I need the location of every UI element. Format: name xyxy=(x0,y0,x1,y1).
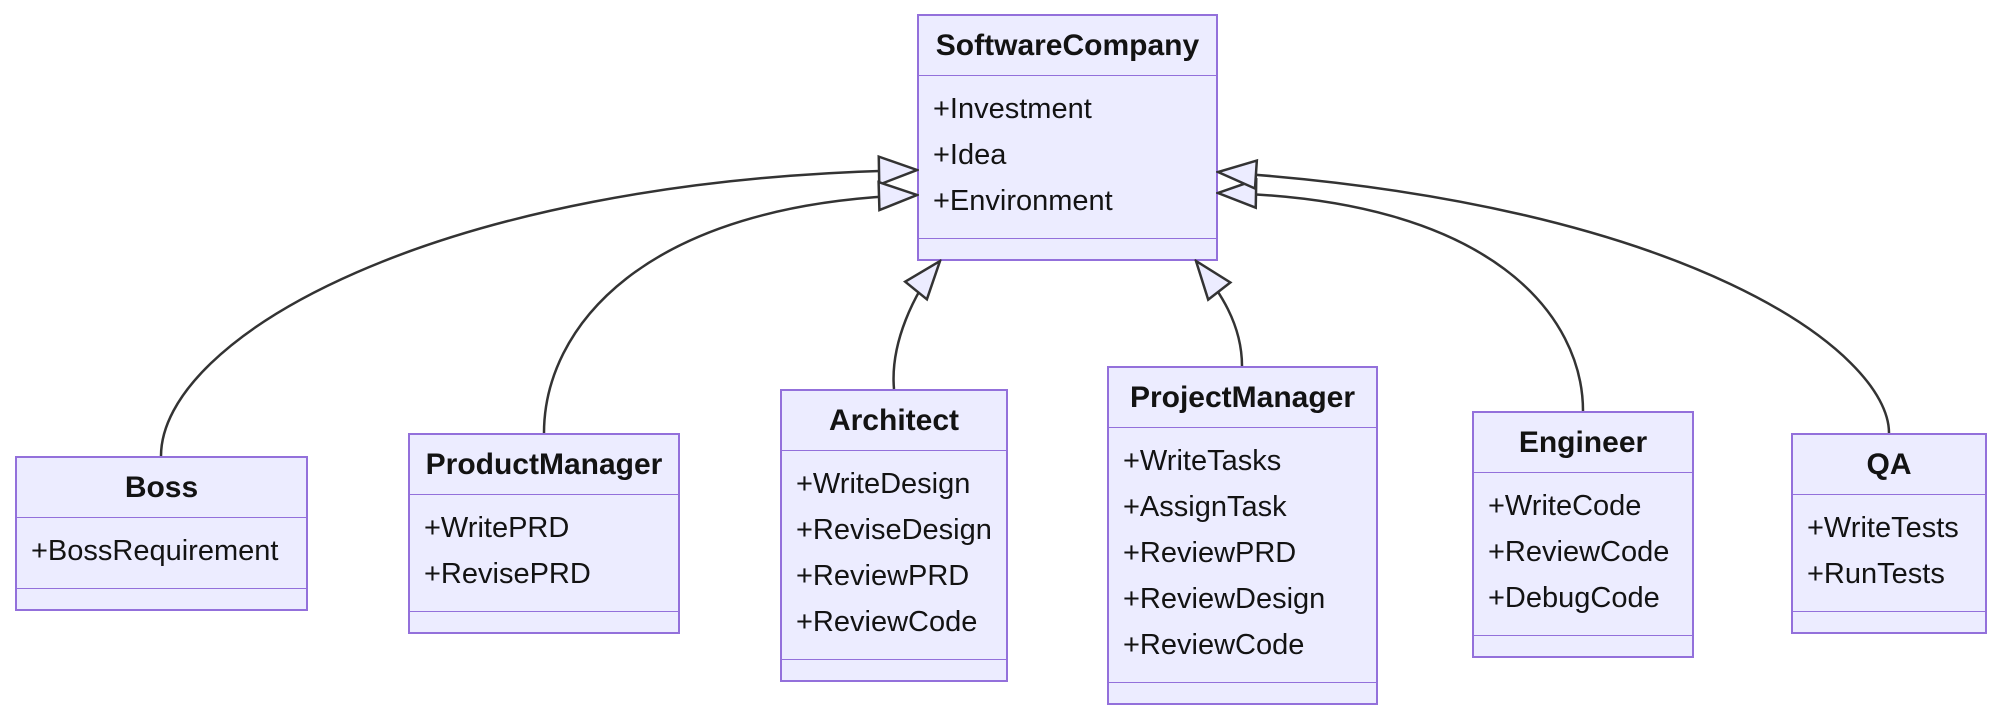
class-attribute: +Investment xyxy=(933,93,1092,125)
class-attributes: +WritePRD +RevisePRD xyxy=(410,495,678,612)
edge-architect-to-softwarecompany xyxy=(892,261,940,390)
class-attribute: +ReviewCode xyxy=(1488,536,1670,568)
class-attribute: +Environment xyxy=(933,185,1113,217)
edge-projectmanager-to-softwarecompany xyxy=(1196,261,1244,367)
class-box-productmanager: ProductManager +WritePRD +RevisePRD xyxy=(408,433,680,634)
class-box-projectmanager: ProjectManager +WriteTasks +AssignTask +… xyxy=(1107,366,1378,705)
class-attribute: +ReviewPRD xyxy=(796,560,970,592)
class-attributes: +WriteDesign +ReviseDesign +ReviewPRD +R… xyxy=(782,451,1006,660)
class-methods-empty-compartment xyxy=(1793,612,1985,632)
class-attribute: +WriteDesign xyxy=(796,468,971,500)
class-attribute: +BossRequirement xyxy=(31,535,279,567)
class-attribute: +WritePRD xyxy=(424,512,570,544)
class-box-boss: Boss +BossRequirement xyxy=(15,456,308,611)
class-methods-empty-compartment xyxy=(410,612,678,632)
class-attribute: +WriteTasks xyxy=(1123,445,1282,477)
class-attribute: +ReviewCode xyxy=(1123,629,1305,661)
class-attributes: +Investment +Idea +Environment xyxy=(919,76,1216,239)
class-attribute: +RevisePRD xyxy=(424,558,591,590)
class-attribute: +DebugCode xyxy=(1488,582,1660,614)
class-name: Architect xyxy=(782,391,1006,451)
class-attribute: +ReviewCode xyxy=(796,606,978,638)
class-name: QA xyxy=(1793,435,1985,495)
class-box-qa: QA +WriteTests +RunTests xyxy=(1791,433,1987,634)
class-methods-empty-compartment xyxy=(1474,636,1692,656)
class-box-softwarecompany: SoftwareCompany +Investment +Idea +Envir… xyxy=(917,14,1218,261)
class-attribute: +WriteTests xyxy=(1807,512,1959,544)
class-box-engineer: Engineer +WriteCode +ReviewCode +DebugCo… xyxy=(1472,411,1694,658)
class-methods-empty-compartment xyxy=(1109,683,1376,703)
class-name: Boss xyxy=(17,458,306,518)
class-methods-empty-compartment xyxy=(919,239,1216,259)
class-name: Engineer xyxy=(1474,413,1692,473)
class-attributes: +WriteTests +RunTests xyxy=(1793,495,1985,612)
class-attribute: +ReviewPRD xyxy=(1123,537,1297,569)
class-attributes: +BossRequirement xyxy=(17,518,306,589)
class-name: ProductManager xyxy=(410,435,678,495)
class-attributes: +WriteTasks +AssignTask +ReviewPRD +Revi… xyxy=(1109,428,1376,683)
class-methods-empty-compartment xyxy=(17,589,306,609)
class-name: ProjectManager xyxy=(1109,368,1376,428)
class-attribute: +Idea xyxy=(933,139,1007,171)
class-box-architect: Architect +WriteDesign +ReviseDesign +Re… xyxy=(780,389,1008,682)
class-attributes: +WriteCode +ReviewCode +DebugCode xyxy=(1474,473,1692,636)
class-methods-empty-compartment xyxy=(782,660,1006,680)
class-attribute: +ReviewDesign xyxy=(1123,583,1326,615)
class-attribute: +WriteCode xyxy=(1488,490,1642,522)
class-attribute: +ReviseDesign xyxy=(796,514,992,546)
class-attribute: +AssignTask xyxy=(1123,491,1287,523)
class-name: SoftwareCompany xyxy=(919,16,1216,76)
class-attribute: +RunTests xyxy=(1807,558,1945,590)
